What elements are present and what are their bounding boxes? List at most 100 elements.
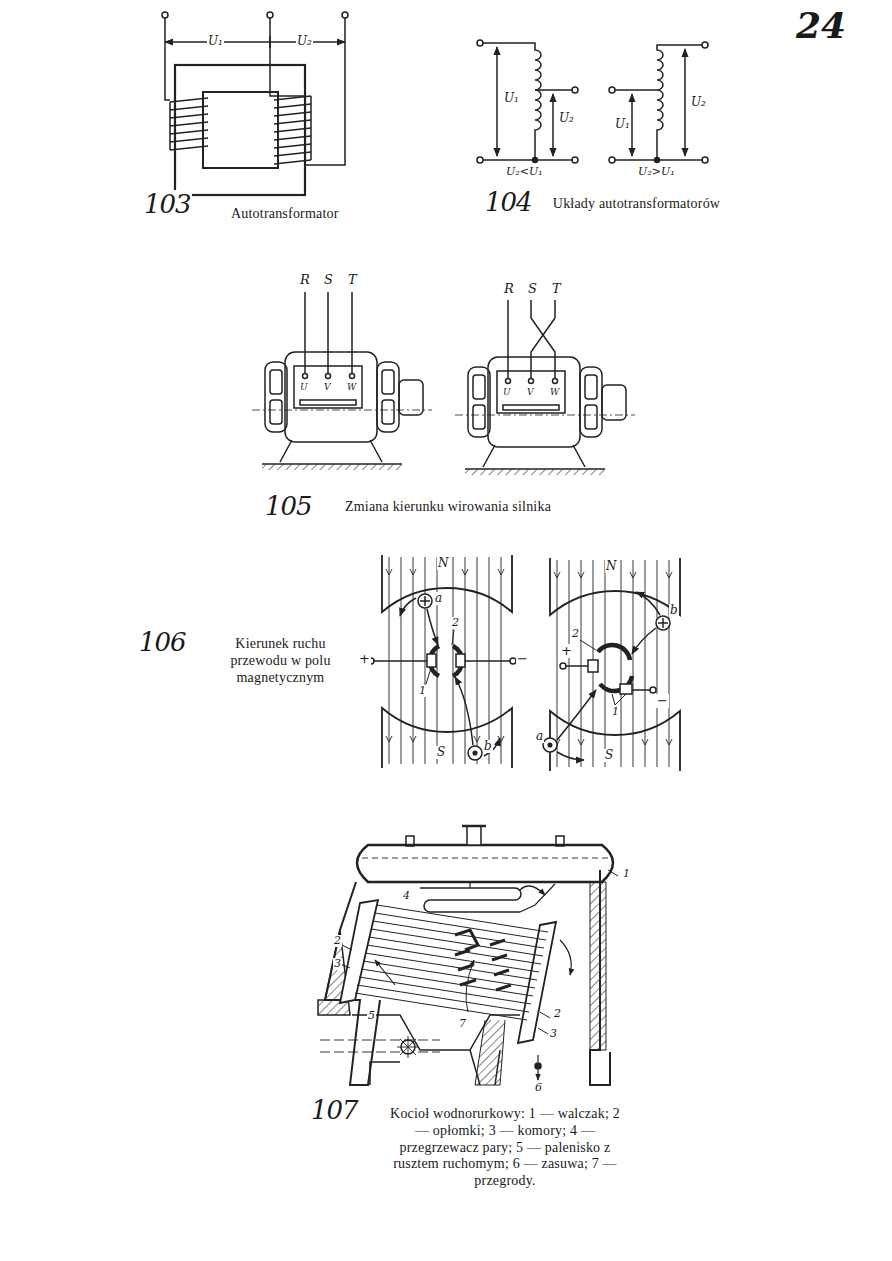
- autotransformer-circuits-part: [535, 89, 575, 91]
- figure-caption: Autotransformator: [230, 206, 340, 221]
- figure-caption: Kocioł wodnorurkowy: 1 — walczak; 2 — op…: [384, 1106, 626, 1190]
- water-tube-boiler-part: [357, 845, 613, 882]
- motor-right-part-part: [585, 375, 597, 399]
- water-tube-boiler-part: [325, 870, 610, 1085]
- motor-right: [455, 300, 635, 475]
- voltage-relation: U₂<U₁: [505, 166, 544, 178]
- callout-number: 2: [553, 1008, 562, 1020]
- magnetic-field-left-part: [427, 609, 438, 645]
- magnetic-field-left-part: [426, 630, 454, 684]
- magnetic-field-left-part: [455, 677, 473, 745]
- polarity-sign: +: [358, 652, 371, 666]
- autotransformer-circuits-part: [609, 87, 615, 93]
- motor-body-part: [350, 374, 355, 379]
- magnetic-field-left-part: [468, 746, 482, 760]
- water-tube-boiler-part: [320, 1052, 440, 1053]
- motor-body-part: [326, 374, 331, 379]
- motor-body-part: [280, 440, 382, 462]
- autotransformer-circuits-part: [702, 157, 708, 163]
- magnetic-field-left-part: [418, 594, 432, 608]
- magnetic-field-right-part: [588, 660, 598, 672]
- water-tube-boiler-part: [467, 826, 481, 845]
- magnetic-field-right-part-part: [550, 558, 680, 615]
- autotransformer-circuits-part: [480, 43, 541, 160]
- autotransformer-figure-part: [203, 92, 278, 168]
- motor-right-part: [507, 300, 509, 379]
- callout-number: 3: [333, 958, 342, 970]
- autotransformer-circuits-part: [552, 94, 554, 156]
- figure-number: 106: [138, 628, 187, 657]
- motor-body-part: [270, 370, 282, 394]
- magnetic-field-right-part: [620, 684, 632, 694]
- motor-body-part: [262, 464, 402, 470]
- water-tube-boiler-part: [535, 1063, 541, 1069]
- autotransformer-circuits-part: [702, 42, 708, 48]
- magnetic-field-left-part: [382, 708, 512, 768]
- phase-label: R: [299, 273, 311, 287]
- polarity-sign: −: [516, 652, 529, 666]
- phase-label: R: [503, 282, 515, 296]
- water-tube-boiler-part: [462, 825, 486, 828]
- water-tube-boiler-part: [375, 960, 395, 985]
- autotransformer-figure-part: [162, 12, 168, 18]
- water-tube-boiler-part: [406, 836, 414, 846]
- magnetic-field-right-part: [566, 666, 650, 690]
- callout-number: 1: [611, 706, 620, 718]
- motor-right-part-part: [497, 371, 565, 413]
- autotransformer-figure-part: [165, 18, 170, 100]
- magnetic-field-right-part: [560, 663, 566, 669]
- water-tube-boiler-part: [466, 960, 474, 1012]
- autotransformer-circuits-part: [496, 47, 498, 156]
- pole-label: N: [605, 560, 618, 573]
- autotransformer-figure-part: [165, 41, 345, 43]
- magnetic-field-right-part: [632, 628, 656, 654]
- water-tube-boiler-part: [355, 905, 548, 1020]
- phase-label: S: [323, 273, 334, 287]
- motor-right-part: [531, 300, 555, 379]
- figure-caption: Kierunek ruchu przewodu w polu magnetycz…: [212, 636, 349, 686]
- figure-caption: Zmiana kierunku wirowania silnika: [344, 499, 552, 514]
- magnetic-field-right-part-part: [550, 711, 680, 771]
- autotransformer-circuits: [477, 40, 708, 163]
- water-tube-boiler: [318, 826, 618, 1085]
- callout-number: 2: [451, 617, 460, 629]
- magnetic-field-left-part: [473, 751, 477, 755]
- conductor-label: a: [535, 730, 544, 743]
- water-tube-boiler-part: [455, 930, 511, 990]
- conductor-label: a: [434, 592, 443, 605]
- terminal-label: W: [549, 388, 560, 398]
- autotransformer-circuits-part: [477, 157, 483, 163]
- motor-right-part-part: [473, 375, 485, 399]
- figure-number: 104: [484, 188, 533, 217]
- motor-right-part-part: [585, 405, 597, 429]
- water-tube-boiler-part: [362, 858, 608, 859]
- motor-right-part-part: [483, 445, 585, 467]
- phase-label: S: [527, 282, 538, 296]
- motor-body-part: [300, 400, 356, 405]
- figure-number: 103: [143, 190, 192, 219]
- terminal-label: U: [502, 388, 512, 398]
- voltage-relation: U₂>U₁: [637, 166, 676, 178]
- voltage-label: U₂: [558, 112, 575, 125]
- magnetic-field-left-part: [484, 738, 500, 756]
- autotransformer-figure: [162, 12, 348, 195]
- magnetic-field-right-part: [598, 645, 630, 660]
- water-tube-boiler-part: [320, 1040, 440, 1041]
- magnetic-field-right-part: [636, 592, 660, 615]
- motor-body: [252, 352, 432, 470]
- pole-label: N: [437, 557, 450, 570]
- motor-right-part-part: [580, 367, 602, 437]
- motor-right-part-part: [488, 357, 580, 447]
- magnetic-field-right-part: [580, 640, 626, 705]
- pole-label: S: [436, 746, 446, 759]
- autotransformer-figure-part: [169, 102, 171, 150]
- terminal-label: V: [526, 388, 535, 398]
- magnetic-field-left-part: [420, 596, 430, 606]
- magnetic-field-right-part: [656, 616, 670, 630]
- autotransformer-circuits-part: [612, 89, 657, 91]
- polarity-sign: −: [656, 694, 669, 708]
- callout-number: 7: [458, 1018, 467, 1030]
- page-number: 24: [795, 6, 847, 46]
- voltage-label: U₁: [614, 118, 631, 131]
